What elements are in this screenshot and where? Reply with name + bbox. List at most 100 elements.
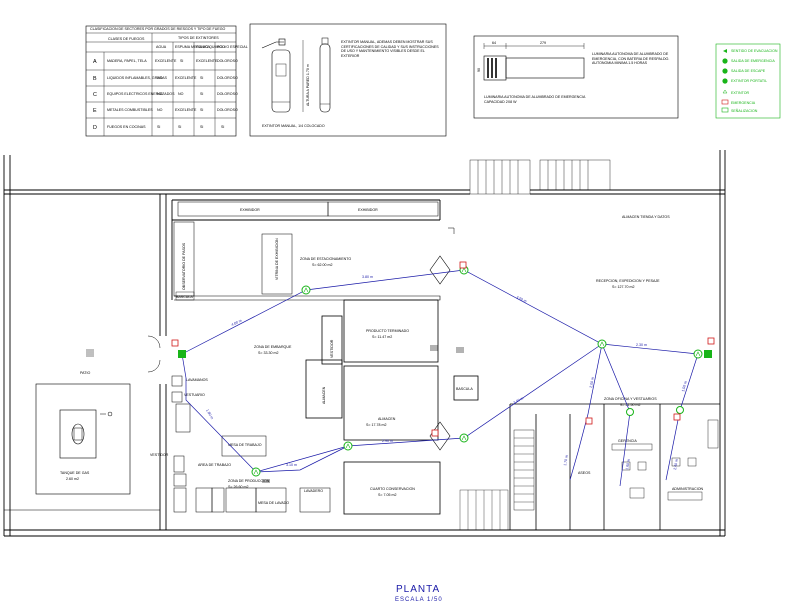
room-label: ALMACEN (378, 417, 396, 421)
drawing-scale: ESCALA 1/50 (395, 597, 443, 603)
table-row: E METALES COMBUSTIBLES NO EXCELENTE SI D… (93, 108, 238, 114)
svg-text:METALES COMBUSTIBLES: METALES COMBUSTIBLES (107, 108, 153, 112)
room-label: CUARTO CONSERVACION (370, 487, 415, 491)
svg-text:SI: SI (200, 92, 203, 96)
svg-text:C: C (93, 92, 97, 98)
legend-item: EXTINTOR (722, 89, 750, 95)
svg-text:DOLOROSO: DOLOROSO (217, 59, 238, 63)
svg-text:MADERA, PAPEL, TELA: MADERA, PAPEL, TELA (107, 59, 147, 63)
patio-bars (86, 349, 94, 357)
lamp-dim-height: 90 (477, 68, 481, 72)
svg-text:LIQUIDOS INFLAMABLES, GRASAS: LIQUIDOS INFLAMABLES, GRASAS (107, 76, 168, 80)
top-counters: EXHIBIDOR EXHIBIDOR (177, 201, 439, 217)
svg-text:OBSERVATORIO DE PASOS: OBSERVATORIO DE PASOS (182, 242, 186, 290)
room-area: S= 33.30 m2 (258, 351, 278, 355)
svg-text:EQUIPOS ELECTRICOS ENERGIZADOS: EQUIPOS ELECTRICOS ENERGIZADOS (107, 92, 175, 96)
room-area: S= 21.50 m2 (620, 403, 640, 407)
room-label: RECEPCION, EXPEDICION Y PESAJE (596, 279, 660, 283)
svg-text:3.10 m: 3.10 m (286, 463, 297, 467)
col-header-4: POLVO ESPECIAL (217, 45, 248, 49)
exit-marker-icon (178, 350, 186, 358)
svg-text:NO: NO (157, 76, 163, 80)
alarm-markers (171, 261, 715, 437)
office-block (509, 403, 720, 530)
room-label: ZONA DE PRODUCCION (228, 479, 270, 483)
room-label: GERENCIA (618, 439, 637, 443)
route-length-labels: 4.00 m 3.80 m 3.50 m 2.30 m 1.80 m 3.10 … (205, 275, 688, 470)
table-row: A MADERA, PAPEL, TELA EXCELENTE SI EXCEL… (93, 59, 238, 65)
svg-text:EXCELENTE: EXCELENTE (175, 76, 197, 80)
room-label: AREA DE TRABAJO (198, 463, 231, 467)
lamp-icon (430, 345, 438, 351)
room-label: ADMINISTRACION (672, 487, 704, 491)
exit-marker-icon (301, 285, 311, 295)
svg-text:EXCELENTE: EXCELENTE (196, 59, 218, 63)
svg-text:2.00 m: 2.00 m (589, 377, 595, 389)
col-header-3: POLVO QUIMICO (196, 45, 225, 49)
svg-text:1.50 m: 1.50 m (681, 381, 688, 393)
lamp-dim-right: 279 (540, 41, 546, 45)
extinguisher-height-label: ALTURA A PARED 1.70 m (306, 64, 310, 106)
room-label: ZONA OFICINA Y VESTUARIOS (604, 397, 657, 401)
office-furniture (611, 419, 719, 501)
exit-marker-icon (251, 467, 261, 477)
svg-text:TANQUE DE GAS: TANQUE DE GAS (60, 471, 90, 475)
svg-text:EXTINTOR PORTATIL: EXTINTOR PORTATIL (731, 79, 767, 83)
svg-text:SEÑALIZACION: SEÑALIZACION (731, 108, 758, 113)
counter-label: EXHIBIDOR (240, 208, 260, 212)
svg-text:SI: SI (200, 125, 203, 129)
svg-text:EXCELENTE: EXCELENTE (175, 108, 197, 112)
svg-text:FUEGOS EN COCINAS: FUEGOS EN COCINAS (107, 125, 146, 129)
gas-tank-area: TANQUE DE GAS 2.60 m2 (35, 383, 131, 495)
extinguisher-icon (261, 38, 291, 113)
room-label: PATIO (80, 371, 90, 375)
legend-item: SEÑALIZACION (721, 107, 758, 113)
emergency-lamp-detail-box: 64 279 90 LUMINARIA AUTONOMA DE ALUMBRAD… (473, 35, 679, 119)
table-row: D FUEGOS EN COCINAS SI SI SI SI (93, 125, 224, 131)
room-area: S= 17.78 m2 (366, 423, 386, 427)
svg-text:1.60 m: 1.60 m (625, 459, 631, 471)
svg-text:SENTIDO DE EVACUACION: SENTIDO DE EVACUACION (731, 49, 778, 53)
svg-text:SI: SI (157, 125, 160, 129)
svg-text:DOLOROSO: DOLOROSO (217, 76, 238, 80)
exit-marker-icon (626, 408, 634, 416)
svg-text:SI: SI (180, 59, 183, 63)
svg-text:A: A (93, 59, 97, 65)
room-label: VESTIDOR (330, 339, 334, 358)
svg-text:4.00 m: 4.00 m (231, 319, 243, 327)
room-label: BASCULA (456, 387, 473, 391)
office-stair (514, 437, 534, 503)
col-header-1: AGUA (156, 45, 167, 49)
stair-bottom (459, 489, 509, 531)
counter-label: EXHIBIDOR (358, 208, 378, 212)
room-label: ZONA DE ESTACIONAMIENTO (300, 257, 351, 261)
lamp-description: LUMINARIA AUTONOMA DE ALUMBRADO DE EMERG… (592, 52, 670, 66)
exit-marker-icon (704, 350, 712, 358)
display-case: VITRINA DE EXHIBICION (261, 233, 293, 295)
svg-text:VITRINA DE EXHIBICION: VITRINA DE EXHIBICION (275, 238, 279, 280)
alarm-icon (707, 337, 715, 345)
room-label: LAVADERO (304, 489, 323, 493)
svg-text:3.50 m: 3.50 m (516, 295, 528, 303)
exit-marker-icon (676, 406, 684, 414)
drawing-title: PLANTA (396, 584, 440, 595)
production-strip (171, 375, 331, 513)
door-diamonds (429, 255, 451, 451)
alarm-icon (585, 417, 593, 425)
evacuation-arrow-icon (723, 49, 727, 53)
svg-text:SALIDA DE EMERGENCIA: SALIDA DE EMERGENCIA (731, 59, 775, 63)
room-label: MESA DE LAVADO (258, 501, 289, 505)
escape-icon (722, 68, 728, 74)
room-area: S= 11.47 m2 (372, 335, 392, 339)
alarm-icon (171, 339, 179, 347)
svg-text:SI: SI (200, 76, 203, 80)
evacuation-routes (181, 269, 699, 487)
table-row: B LIQUIDOS INFLAMABLES, GRASAS NO EXCELE… (93, 76, 238, 82)
room-area: S= 62.00 m2 (312, 263, 332, 267)
extinguisher-side-icon (319, 37, 331, 113)
extinguisher-description: EXTINTOR MANUAL, ADEMAS DEBEN MOSTRAR SU… (341, 40, 439, 58)
cashier-column: OBSERVATORIO DE PASOS BASCULA (173, 221, 195, 301)
portable-extinguisher-icon (722, 78, 728, 84)
table-row: C EQUIPOS ELECTRICOS ENERGIZADOS NO NO S… (93, 92, 238, 98)
alarm-icon (459, 261, 467, 269)
